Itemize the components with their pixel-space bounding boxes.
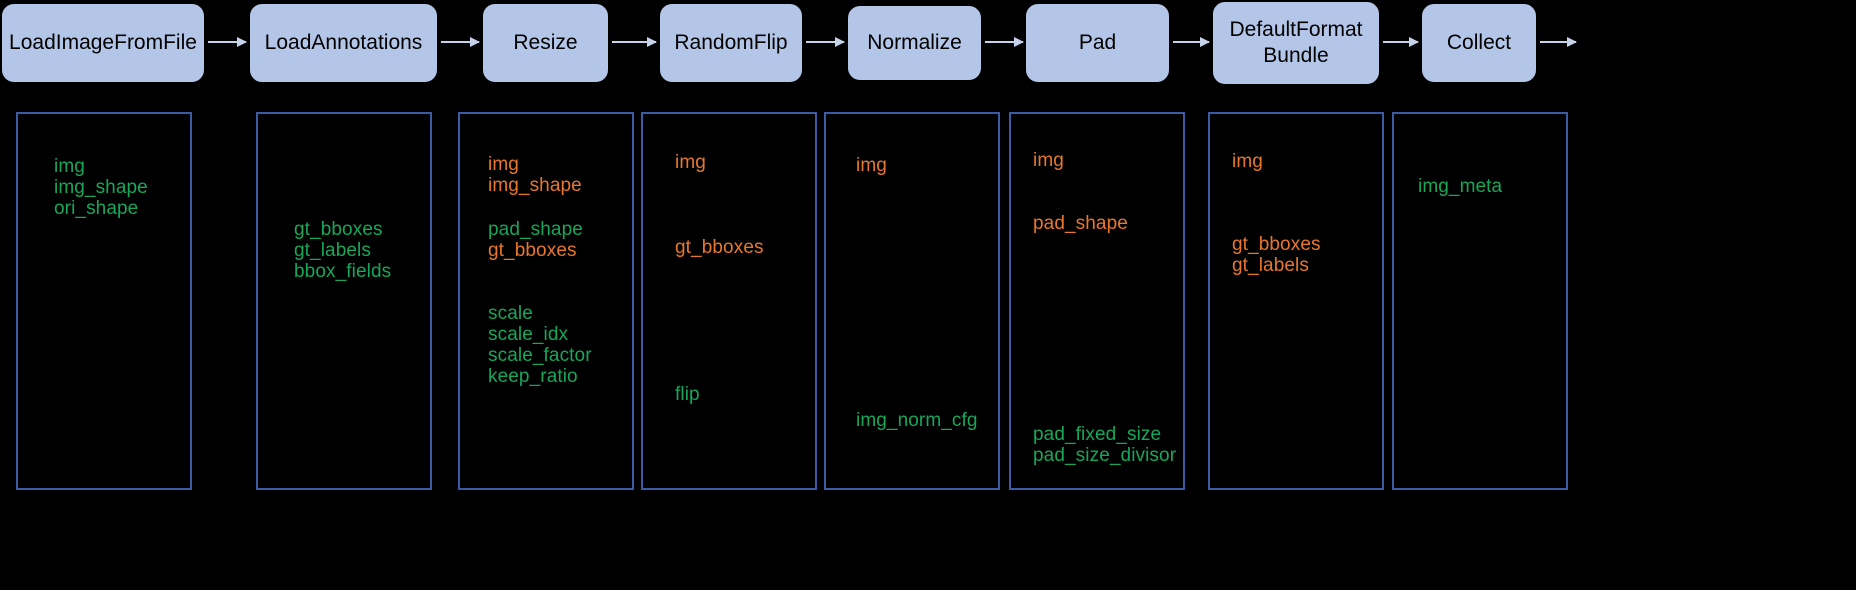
pipeline-stage-node[interactable]: Normalize (848, 6, 981, 80)
pipeline-stage-node[interactable]: Resize (483, 4, 608, 82)
new-key-label: gt_bboxes (294, 219, 383, 240)
modified-key-label: img (1033, 150, 1064, 171)
new-key-label: keep_ratio (488, 366, 578, 387)
new-key-label: img_meta (1418, 176, 1503, 197)
modified-key-label: img (488, 154, 519, 175)
pipeline-stage-node[interactable]: RandomFlip (660, 4, 802, 82)
new-key-label: pad_fixed_size (1033, 424, 1162, 445)
flow-arrow-icon (1540, 37, 1577, 47)
new-key-label: ori_shape (54, 198, 139, 219)
new-key-label: img (54, 156, 85, 177)
new-key-label: flip (675, 384, 700, 405)
new-key-label: scale (488, 303, 533, 324)
modified-key-label: img (1232, 151, 1263, 172)
pipeline-stage-label: Pad (1078, 30, 1117, 54)
new-key-label: pad_shape (488, 219, 583, 240)
flow-arrow-icon (612, 37, 657, 47)
flow-arrow-icon (806, 37, 845, 47)
modified-key-label: gt_bboxes (488, 240, 577, 261)
modified-key-label: img (856, 155, 887, 176)
pipeline-stage-label: RandomFlip (674, 30, 788, 54)
new-key-label: pad_size_divisor (1033, 445, 1177, 466)
modified-key-label: gt_labels (1232, 255, 1309, 276)
modified-key-label: img (675, 152, 706, 173)
flow-arrow-icon (208, 37, 247, 47)
pipeline-stage-node[interactable]: Collect (1422, 4, 1536, 82)
pipeline-stage-node[interactable]: DefaultFormat Bundle (1213, 2, 1379, 84)
flow-arrow-icon (1383, 37, 1419, 47)
pipeline-stage-label: LoadImageFromFile (9, 30, 197, 54)
pipeline-stage-row: LoadImageFromFile LoadAnnotations Resize Ra… (0, 0, 1856, 100)
new-key-label: scale_idx (488, 324, 569, 345)
pipeline-stage-node[interactable]: Pad (1026, 4, 1169, 82)
new-key-label: img_shape (54, 177, 148, 198)
pipeline-stage-label: DefaultFormat Bundle (1229, 17, 1363, 67)
modified-key-label: img_shape (488, 175, 582, 196)
new-key-label: img_norm_cfg (856, 410, 978, 431)
new-key-label: gt_labels (294, 240, 371, 261)
pipeline-stage-label: Normalize (867, 30, 962, 54)
pipeline-stage-label: Resize (513, 30, 578, 54)
modified-key-label: gt_bboxes (1232, 234, 1321, 255)
stage-field-column: img_meta (1392, 112, 1568, 490)
modified-key-label: gt_bboxes (675, 237, 764, 258)
stage-field-column: img img_norm_cfg (824, 112, 1000, 490)
new-key-label: scale_factor (488, 345, 592, 366)
flow-arrow-icon (441, 37, 480, 47)
pipeline-stage-label: Collect (1446, 30, 1512, 54)
flow-arrow-icon (985, 37, 1024, 47)
modified-key-label: pad_shape (1033, 213, 1128, 234)
new-key-label: bbox_fields (294, 261, 392, 282)
pipeline-stage-node[interactable]: LoadAnnotations (250, 4, 437, 82)
pipeline-stage-label: LoadAnnotations (264, 30, 423, 54)
pipeline-stage-node[interactable]: LoadImageFromFile (2, 4, 204, 82)
flow-arrow-icon (1173, 37, 1210, 47)
